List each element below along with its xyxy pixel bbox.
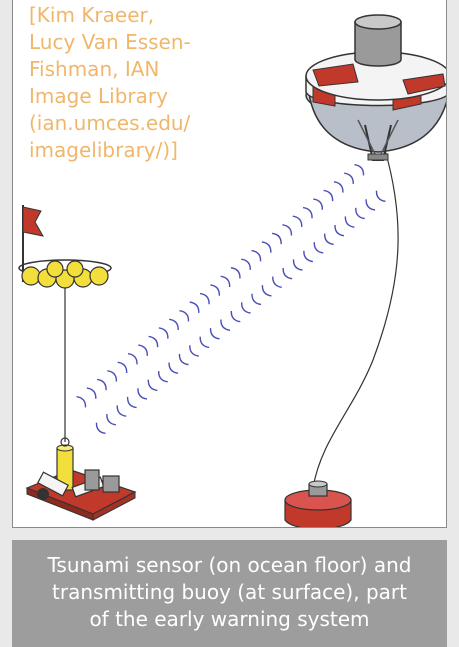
signal-arc: [324, 188, 335, 201]
signal-arc: [303, 206, 314, 219]
signal-arc: [291, 259, 302, 272]
signal-arc: [179, 309, 190, 322]
signal-arc: [231, 266, 242, 279]
signal-arc: [343, 216, 354, 229]
credit-line: Lucy Van Essen-: [29, 29, 239, 56]
signal-arc: [293, 214, 304, 227]
signal-arc: [334, 180, 345, 193]
signal-arc: [118, 360, 129, 373]
signal-arc: [374, 191, 385, 204]
signal-arc: [169, 317, 180, 330]
signal-arc: [156, 371, 167, 384]
surface-buoy-icon: [306, 15, 446, 160]
signal-arc: [301, 251, 312, 264]
illustration-panel: [Kim Kraeer, Lucy Van Essen- Fishman, IA…: [12, 0, 447, 528]
signal-arc: [282, 223, 293, 236]
acoustic-signal-icon: [77, 163, 386, 436]
anchor-weight-icon: [285, 481, 351, 527]
signal-arc: [190, 300, 201, 313]
signal-arc: [125, 397, 136, 410]
float-ring-icon: [19, 260, 111, 288]
signal-arc: [364, 199, 375, 212]
signal-arc: [208, 328, 219, 341]
signal-arc: [159, 326, 170, 339]
signal-arc: [115, 405, 126, 418]
signal-arc: [167, 362, 178, 375]
signal-arc: [344, 171, 355, 184]
signal-arc: [187, 345, 198, 358]
caption-line: of the early warning system: [12, 606, 447, 633]
signal-arc: [322, 234, 333, 247]
signal-arc: [272, 231, 283, 244]
caption-bar: Tsunami sensor (on ocean floor) and tran…: [12, 540, 447, 647]
signal-arc: [210, 283, 221, 296]
signal-arc: [252, 249, 263, 262]
credit-line: [Kim Kraeer,: [29, 2, 239, 29]
signal-arc: [270, 277, 281, 290]
signal-arc: [136, 388, 147, 401]
signal-arc: [146, 380, 157, 393]
caption-line: Tsunami sensor (on ocean floor) and: [12, 552, 447, 579]
signal-arc: [97, 377, 108, 390]
signal-arc: [239, 302, 250, 315]
bottom-pressure-sensor-icon: [27, 438, 135, 520]
credit-line: Fishman, IAN: [29, 56, 239, 83]
signal-arc: [281, 268, 292, 281]
signal-arc: [104, 414, 115, 427]
signal-arc: [138, 343, 149, 356]
credit-line: Image Library: [29, 83, 239, 110]
signal-arc: [312, 242, 323, 255]
signal-arc: [128, 352, 139, 365]
signal-arc: [333, 225, 344, 238]
signal-arc: [200, 291, 211, 304]
signal-arc: [241, 257, 252, 270]
credit-line: (ian.umces.edu/: [29, 110, 239, 137]
signal-arc: [221, 274, 232, 287]
signal-arc: [77, 395, 88, 408]
signal-arc: [260, 285, 271, 298]
caption: Tsunami sensor (on ocean floor) and tran…: [12, 552, 447, 633]
signal-arc: [250, 294, 261, 307]
signal-arc: [262, 240, 273, 253]
signal-arc: [149, 334, 160, 347]
signal-arc: [87, 386, 98, 399]
signal-arc: [313, 197, 324, 210]
signal-arc: [353, 208, 364, 221]
signal-arc: [198, 337, 209, 350]
signal-arc: [355, 163, 366, 176]
signal-arc: [107, 369, 118, 382]
signal-arc: [94, 423, 105, 436]
signal-arc: [218, 320, 229, 333]
signal-arc: [177, 354, 188, 367]
caption-line: transmitting buoy (at surface), part: [12, 579, 447, 606]
image-credit: [Kim Kraeer, Lucy Van Essen- Fishman, IA…: [29, 2, 239, 164]
signal-arc: [229, 311, 240, 324]
credit-line: imagelibrary/)]: [29, 137, 239, 164]
